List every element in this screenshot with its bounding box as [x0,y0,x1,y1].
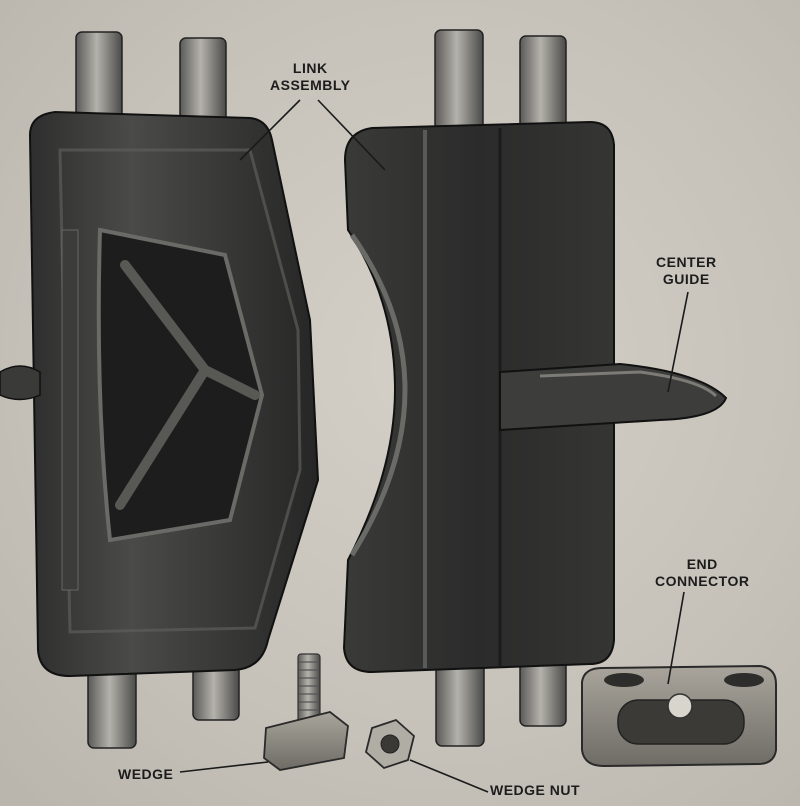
wedge-part [263,653,349,771]
callout-end-connector-line2: CONNECTOR [655,573,750,589]
callout-center-guide-line1: CENTER [656,254,717,270]
end-connector-hole-left [604,673,644,687]
right-top-pin-b [519,35,567,133]
leader-link-assembly-right [317,99,386,171]
callout-center-guide: CENTER GUIDE [656,254,717,288]
leader-lines [179,99,689,793]
left-top-pin-b [179,37,227,129]
link-assembly-left [0,31,320,749]
center-guide-highlight [539,370,718,398]
end-connector-center-hole [667,693,693,719]
left-link-web [115,260,260,510]
callout-end-connector: END CONNECTOR [655,556,749,590]
left-top-pin-a [75,31,123,123]
left-center-guide-stub [0,365,41,401]
callout-wedge: WEDGE [118,766,173,783]
right-link-inner-curve [349,233,408,557]
callout-link-assembly: LINK ASSEMBLY [270,60,351,94]
wedge-nut-bore [380,734,400,754]
leader-wedge-nut [409,759,489,793]
wedge-block [263,711,349,771]
leader-end-connector [667,591,685,685]
leader-wedge [179,761,269,773]
callout-wedge-nut: WEDGE NUT [490,782,580,799]
link-assembly-right [342,29,728,747]
right-top-pin-a [434,29,484,131]
end-connector-part [581,664,777,768]
callout-link-assembly-line1: LINK [292,60,328,76]
leader-link-assembly-left [239,99,301,161]
wedge-bolt-threads [299,661,319,711]
end-connector-hole-right [724,673,764,687]
right-link-body [342,120,615,674]
callout-link-assembly-line2: ASSEMBLY [270,77,351,93]
callout-wedge-nut-text: WEDGE NUT [490,782,581,798]
left-link-side-markings [61,229,79,591]
wedge-nut-part [364,718,416,770]
callout-end-connector-line1: END [686,556,718,572]
callout-center-guide-line2: GUIDE [662,271,710,287]
callout-wedge-text: WEDGE [118,766,174,782]
leader-center-guide [667,291,689,393]
left-link-window [96,227,265,543]
